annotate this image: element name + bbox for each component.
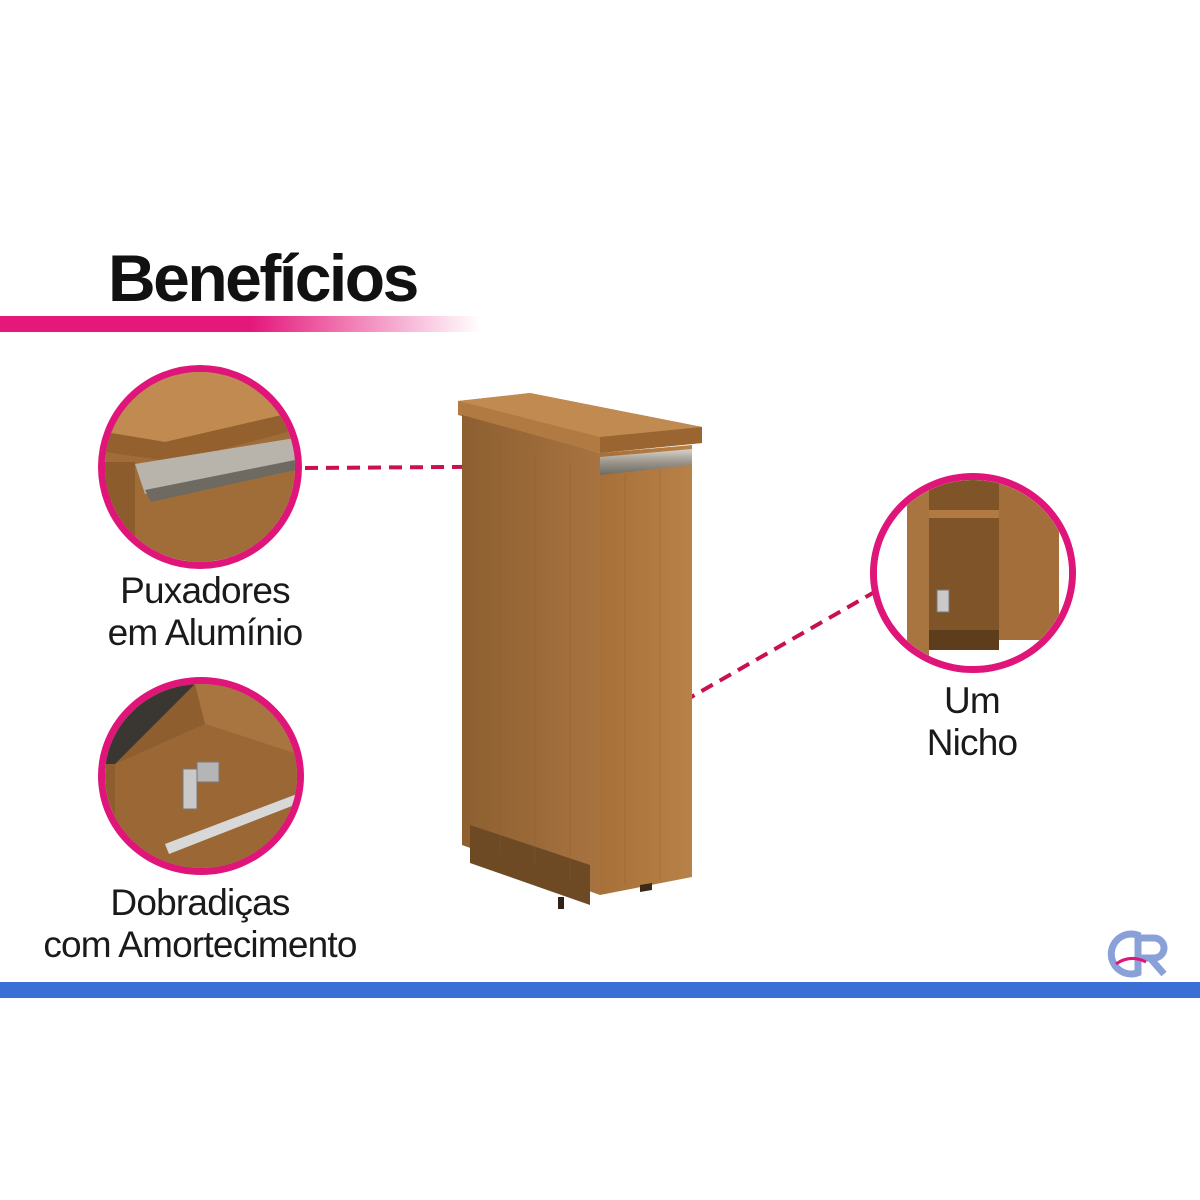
handles-label: Puxadores em Alumínio <box>60 570 350 654</box>
handles-label-line1: Puxadores <box>120 570 291 611</box>
niche-label: Um Nicho <box>872 680 1072 764</box>
handle-connector <box>304 464 599 470</box>
niche-label-line2: Nicho <box>926 722 1018 763</box>
niche-detail-circle <box>870 473 1076 673</box>
hinges-label-line2: com Amortecimento <box>43 924 357 965</box>
footer-bar <box>0 982 1200 998</box>
wooden-cabinet <box>458 393 702 909</box>
handles-label-line2: em Alumínio <box>107 612 304 653</box>
cr-logo-icon <box>1107 930 1168 978</box>
interior-niche-icon <box>877 480 1069 666</box>
soft-close-hinge-icon <box>105 684 297 868</box>
cr-logo: CR <box>1100 924 1180 980</box>
hinges-label: Dobradiças com Amortecimento <box>10 882 390 966</box>
title-underline <box>0 316 480 332</box>
page-title: Benefícios <box>108 241 419 315</box>
hinges-label-line1: Dobradiças <box>110 882 290 923</box>
aluminum-handle-icon <box>105 372 295 562</box>
handles-detail-circle <box>98 365 302 569</box>
niche-label-line1: Um <box>944 680 1001 721</box>
hinges-detail-circle <box>98 677 304 875</box>
